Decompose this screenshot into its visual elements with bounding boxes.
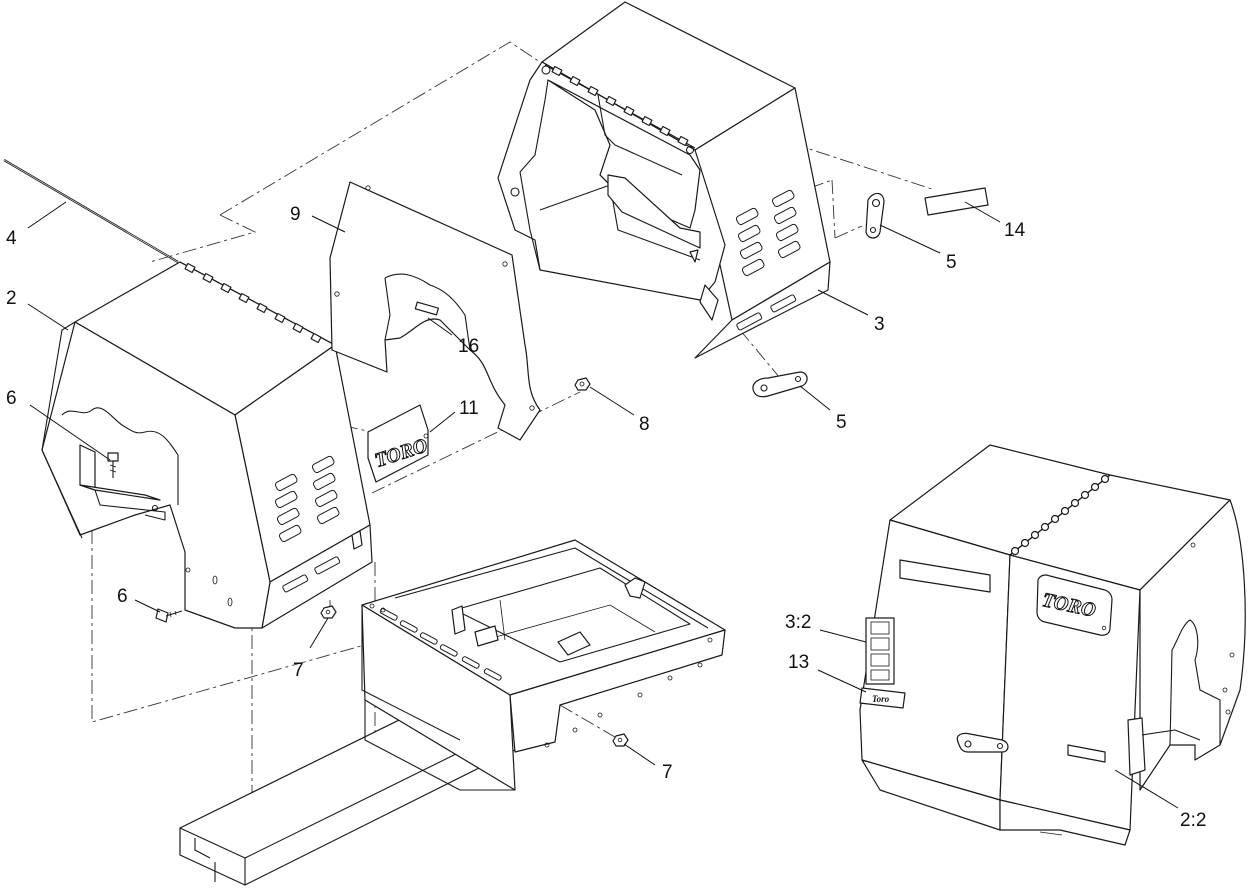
nut-part-8 [574,377,591,391]
fastener-part-7-right [612,733,629,747]
frame-slots [379,608,502,681]
callout-6-upper: 6 [6,388,17,409]
callout-2-2: 2:2 [1180,810,1206,831]
callout-9: 9 [290,204,301,225]
decal-part-14 [924,187,989,216]
decal-block-3-2 [865,617,895,685]
callout-14: 14 [1004,220,1026,241]
latch-part-5-lower [752,371,808,398]
assembled-shroud-view: TORO Toro [859,444,1246,846]
vent-slots-upper [735,189,801,331]
vent-slots-left [274,455,341,593]
callout-7-left: 7 [293,660,304,681]
callout-6-lower: 6 [117,586,128,607]
badge-part-13: Toro [859,687,906,709]
upper-shroud-part-3 [497,1,831,359]
callout-2: 2 [6,288,17,309]
rod-part-4 [3,159,179,263]
callout-7-right: 7 [662,762,673,783]
screw-part-6-lower [155,608,183,623]
toro-decal-part-11: TORO [367,404,431,483]
callout-5-lower: 5 [836,412,847,433]
callout-4: 4 [6,228,17,249]
callout-3-2: 3:2 [785,612,811,633]
callout-11: 11 [459,398,479,419]
callout-8: 8 [639,414,650,435]
callout-16: 16 [458,336,479,357]
toro-logo-assembled: TORO [1036,574,1113,636]
latch-assembled [956,732,1009,753]
latch-part-5-upper [865,192,885,239]
plate-part-9 [329,181,541,441]
hinge-knuckles [179,261,336,346]
hinge-knuckles-upper [544,64,696,149]
badge-logo: Toro [872,694,890,704]
callout-labels: 4 2 6 6 7 7 9 16 11 8 3 5 5 14 3:2 13 2:… [6,204,1206,831]
left-shroud-part-2 [41,261,373,629]
fastener-part-7-left [320,605,337,619]
screw-part-6-upper [107,452,119,478]
chassis-frame [179,539,726,886]
callout-13: 13 [788,652,809,673]
assembled-hinge [1010,474,1110,556]
leader-lines [27,201,1179,809]
callout-5-upper: 5 [946,252,957,273]
callout-3: 3 [874,314,885,335]
